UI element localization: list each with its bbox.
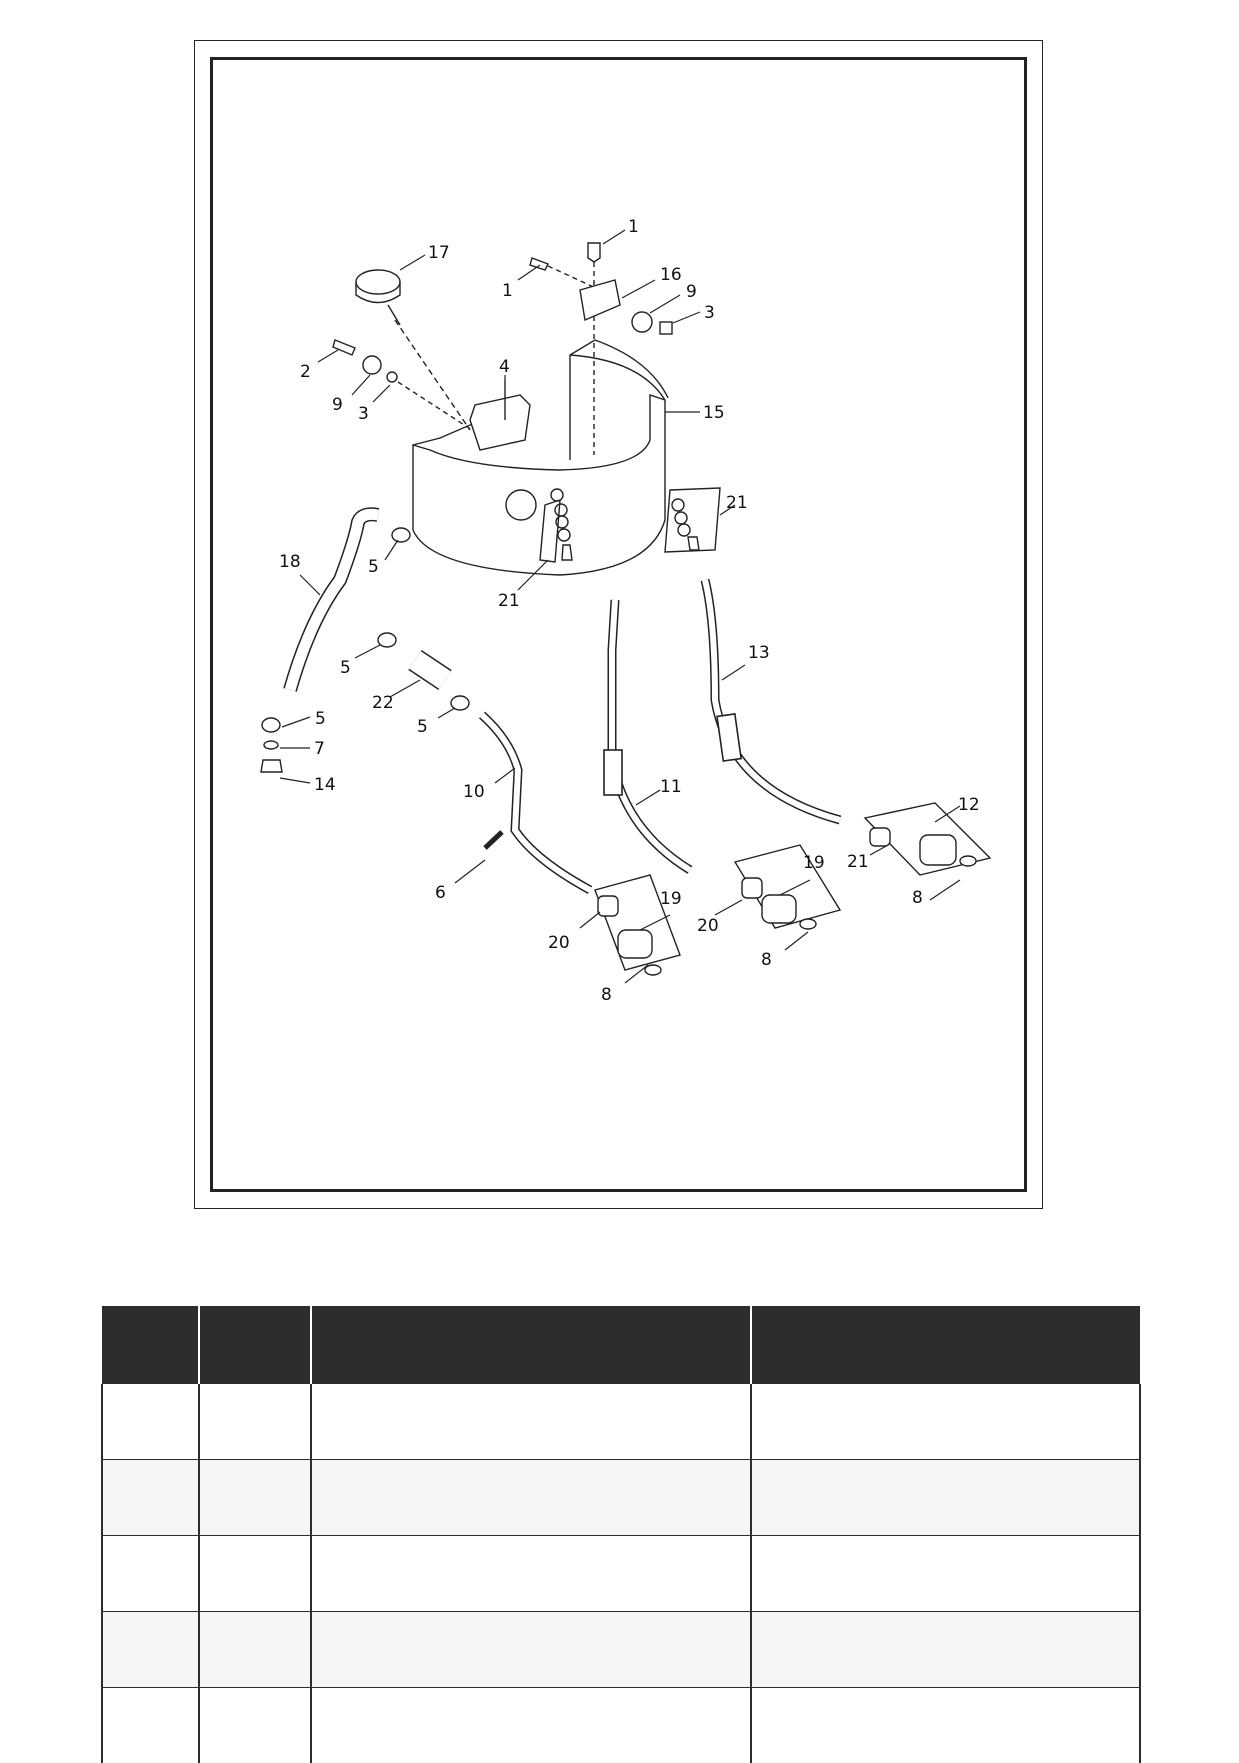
table-cell xyxy=(751,1612,1140,1688)
table-cell xyxy=(199,1536,311,1612)
table-header-cell xyxy=(102,1306,199,1384)
table-cell xyxy=(311,1612,751,1688)
table-row xyxy=(102,1688,1140,1763)
table-cell xyxy=(102,1460,199,1536)
table-cell xyxy=(102,1688,199,1763)
table-cell xyxy=(199,1384,311,1460)
table-row xyxy=(102,1612,1140,1688)
table-header-cell xyxy=(311,1306,751,1384)
table-cell xyxy=(751,1460,1140,1536)
diagram-frame-inner xyxy=(210,57,1027,1192)
table-header-cell xyxy=(199,1306,311,1384)
table-cell xyxy=(311,1688,751,1763)
table-row xyxy=(102,1384,1140,1460)
table-row xyxy=(102,1536,1140,1612)
table-cell xyxy=(751,1536,1140,1612)
table-cell xyxy=(102,1612,199,1688)
table-cell xyxy=(311,1536,751,1612)
table-cell xyxy=(311,1460,751,1536)
table-cell xyxy=(199,1460,311,1536)
table-cell xyxy=(102,1536,199,1612)
table-header-row xyxy=(102,1306,1140,1384)
table-cell xyxy=(311,1384,751,1460)
parts-table xyxy=(101,1306,1141,1763)
table-cell xyxy=(199,1612,311,1688)
table-cell xyxy=(199,1688,311,1763)
table-cell xyxy=(102,1384,199,1460)
table-cell xyxy=(751,1688,1140,1763)
table-header-cell xyxy=(751,1306,1140,1384)
table-row xyxy=(102,1460,1140,1536)
table-cell xyxy=(751,1384,1140,1460)
